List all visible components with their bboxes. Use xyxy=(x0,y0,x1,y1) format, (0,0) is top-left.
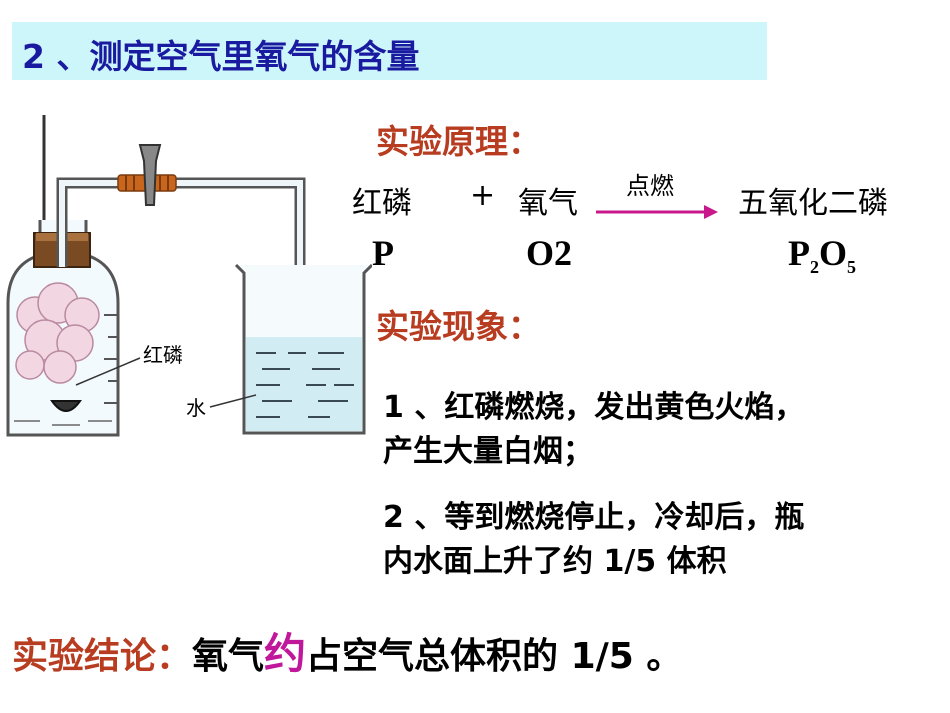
rubber-tube-rings xyxy=(125,175,169,191)
conclusion-emphasis: 约 xyxy=(264,629,307,678)
formula-p2o5-o: O xyxy=(819,233,848,273)
phosphorus-leader-line xyxy=(75,357,141,386)
formula-p: P xyxy=(372,233,394,273)
formula-o2: O2 xyxy=(526,233,573,273)
combustion-spoon xyxy=(50,400,82,412)
reaction-arrow xyxy=(596,205,718,219)
formula-p2o5-p: P xyxy=(788,233,810,273)
formula-p2o5-p-subscript: 2 xyxy=(810,257,819,278)
title-bar xyxy=(12,22,767,80)
label-water: 水 xyxy=(186,396,206,420)
spring-clamp xyxy=(138,144,162,206)
conclusion-label: 实验结论： xyxy=(12,636,193,677)
plus-sign: + xyxy=(470,178,496,213)
label-phosphorus: 红磷 xyxy=(143,343,183,367)
water-leader-line xyxy=(209,394,257,408)
bottle-scale xyxy=(104,314,118,404)
glass-bottle xyxy=(6,220,120,437)
formula-p2o5-o-subscript: 5 xyxy=(847,257,857,278)
phenomenon-item-1: 1 、红磷燃烧，发出黄色火焰， 产生大量白烟； xyxy=(383,386,804,474)
phenomenon-item-1-line-2: 产生大量白烟； xyxy=(383,434,593,469)
phenomenon-heading: 实验现象： xyxy=(376,307,541,346)
slide-title: 2 、测定空气里氧气的含量 xyxy=(22,37,420,76)
white-smoke xyxy=(15,282,100,384)
apparatus-diagram: 红磷 水 xyxy=(6,115,372,437)
bottle-bottom-water xyxy=(14,420,112,426)
conclusion-part-2: 占空气总体积的 1/5 。 xyxy=(306,636,683,677)
phenomenon-item-1-line-1: 1 、红磷燃烧，发出黄色火焰， xyxy=(383,390,805,425)
reactant-oxygen: 氧气 xyxy=(518,186,578,221)
reactant-red-phosphorus: 红磷 xyxy=(352,186,412,221)
conclusion-part-1: 氧气 xyxy=(192,636,265,677)
reaction-condition: 点燃 xyxy=(626,172,674,200)
conclusion: 实验结论：氧气约占空气总体积的 1/5 。 xyxy=(12,620,682,681)
phenomenon-item-2-line-1: 2 、等到燃烧停止，冷却后，瓶 xyxy=(383,500,805,535)
principle-heading: 实验原理： xyxy=(376,122,541,161)
phenomenon-item-2: 2 、等到燃烧停止，冷却后，瓶 内水面上升了约 1/5 体积 xyxy=(383,496,804,584)
phenomenon-item-2-line-2: 内水面上升了约 1/5 体积 xyxy=(383,544,727,579)
water-dashes xyxy=(256,352,354,418)
product-phosphorus-pentoxide: 五氧化二磷 xyxy=(738,186,888,221)
formula-p2o5: P2O5 xyxy=(788,232,856,278)
